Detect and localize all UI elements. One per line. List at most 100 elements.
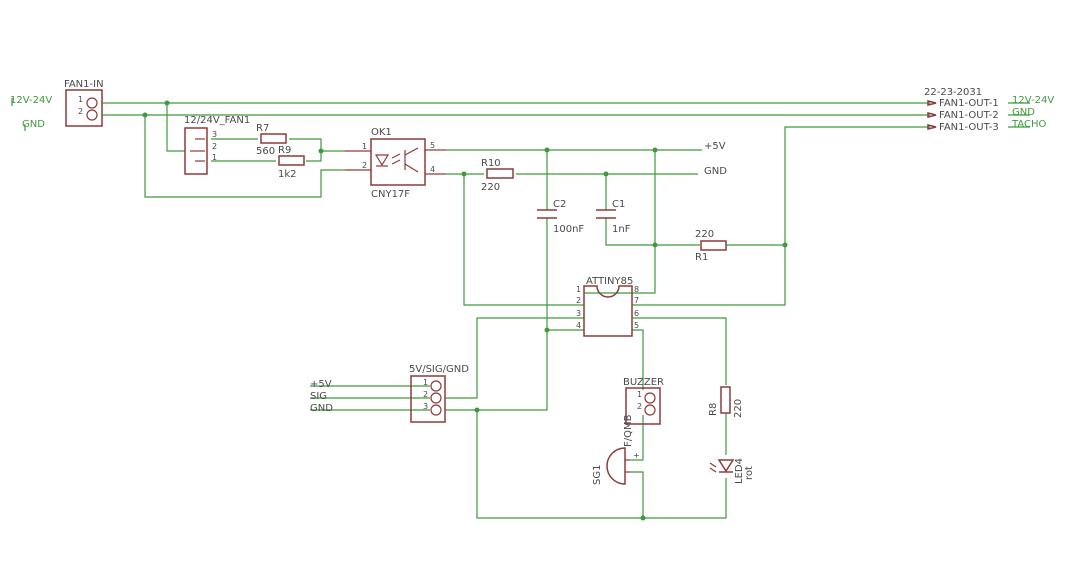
output-pin1-arrow [927,100,937,106]
ok1-transistor-c [404,147,419,156]
fan1-in-connector: FAN1-IN 1 2 [64,79,104,127]
junction-dot [142,112,148,118]
ok1-arrow-1 [391,153,401,159]
attiny-pin1: 1 [576,285,581,294]
wire-ok1-attiny2 [463,174,584,306]
buzzer-pin1: 1 [637,390,642,399]
sg1-plus: + [633,451,640,460]
junction-dot [544,327,550,333]
supply-12v-out: 12V-24V [1012,95,1054,106]
supply-tacho-out: TACHO [1011,119,1046,130]
ok1-arrow-2 [391,159,401,165]
supply-5v-label: +5V [704,141,726,152]
wires [102,102,1030,519]
junction-dot [652,242,658,248]
r7-body [260,133,287,144]
wire-attiny6-r8 [632,317,727,385]
sig-connector-name: 5V/SIG/GND [409,364,469,375]
supply-labels: 12V-24V GND 12V-24V GND TACHO +5V GND [10,95,1054,177]
fan-connector-pin2: 2 [212,142,217,151]
sg1-name: SG1 [592,465,603,485]
wire-r1-tacho [726,126,930,246]
wire-c2-bottom [445,218,548,411]
attiny-pin5: 5 [634,321,639,330]
r1-value: 220 [695,229,714,240]
junction-dot [640,515,646,521]
sig-connector-body [410,375,446,423]
buzzer-name: BUZZER [623,377,664,388]
capacitor-c2: C2 100nF [537,199,584,235]
wire-gnd-loop [144,115,345,198]
sig-connector-ring1 [430,380,442,392]
attiny-pin8: 8 [634,285,639,294]
supply-12v-in: 12V-24V [10,95,52,106]
led4-triangle [717,459,735,473]
attiny-body [583,285,633,337]
wire-buzzer-sg1 [630,415,644,461]
resistor-r7: R7 560 [256,123,287,157]
output-pin1-label: FAN1-OUT-1 [939,98,999,109]
junction-dot [461,171,467,177]
ok1-body [370,138,426,186]
fan1-in-pin1-ring [86,97,98,109]
net-gnd-label: GND [310,403,333,414]
ic-attiny85: ATTINY85 1 2 3 4 8 7 6 5 [576,276,639,337]
fan-connector-name: 12/24V_FAN1 [184,115,250,126]
r7-value: 560 [256,146,275,157]
wire-attiny5-buzzer [632,329,644,390]
fan-connector-pin3: 3 [212,130,217,139]
buzzer-connector: BUZZER 1 2 [623,377,664,425]
junctions [142,100,788,521]
sig-connector-ring3 [430,404,442,416]
r8-value: 220 [733,399,744,418]
r9-value: 1k2 [278,169,297,180]
sig-connector-ring2 [430,392,442,404]
net-sig-label: SIG [310,391,327,402]
wire-attiny3-sig [445,317,584,399]
buzzer-body [625,387,661,425]
junction-dot [782,242,788,248]
junction-dot [318,148,324,154]
supply-gnd-in: GND [22,119,45,130]
junction-dot [164,100,170,106]
capacitor-c1: C1 1nF [596,199,631,235]
output-pin2-arrow [927,112,937,118]
r7-name: R7 [256,123,269,134]
c1-value: 1nF [612,224,631,235]
fan1-in-pin1: 1 [78,95,83,104]
r1-name: R1 [695,252,708,263]
led-led4: LED4 rot [709,458,755,484]
led4-value: rot [744,466,755,480]
ok1-pin1: 1 [362,142,367,151]
led4-name: LED4 [734,458,745,484]
buzzer-ring2 [644,404,656,416]
output-pin3-arrow [927,124,937,130]
r10-body [486,168,514,179]
sig-connector-pin2: 2 [423,390,428,399]
resistor-r8: R8 220 [708,386,744,418]
sig-connector-pin3: 3 [423,402,428,411]
output-pin3-label: FAN1-OUT-3 [939,122,999,133]
wire-12v-to-fan [166,103,185,152]
r10-name: R10 [481,158,501,169]
ok1-led-triangle [374,154,390,167]
wire-sg1-gnd [630,471,644,518]
fan-connector-body [184,127,208,175]
buzzer-ring1 [644,392,656,404]
wire-r7-node [289,138,345,152]
ok1-value: CNY17F [371,189,410,200]
r9-body [278,155,305,166]
c2-name: C2 [553,199,566,210]
attiny-pin7: 7 [634,296,639,305]
ok1-pin5: 5 [430,141,435,150]
resistor-r9: R9 1k2 [278,145,305,180]
junction-dot [544,147,550,153]
attiny-pin4: 4 [576,321,581,330]
optocoupler-ok1: OK1 CNY17F 1 2 5 4 [345,127,446,200]
ok1-pin4: 4 [430,165,435,174]
sg1-value: F/QMB [623,414,634,447]
ok1-transistor-e [404,163,419,173]
sg1-body [606,447,626,485]
wire-led-gnd [476,410,727,519]
